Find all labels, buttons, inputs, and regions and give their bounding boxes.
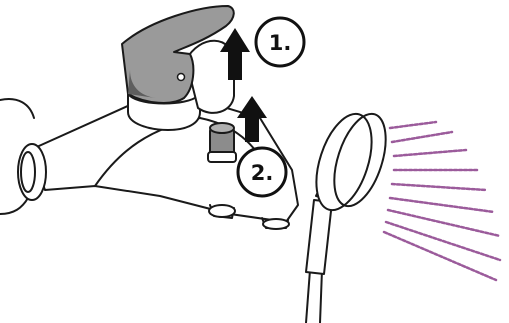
spray-line [392,184,486,190]
spray-line [392,132,452,142]
water-spray-icon [384,122,500,280]
diverter-knob [208,123,236,162]
step-badge-2: 2. [238,148,286,196]
lever-screw [178,74,185,81]
spray-line [390,198,494,212]
spray-line [394,150,466,156]
spray-line [388,210,500,236]
step-label-2: 2. [251,161,274,185]
hand-shower [306,107,396,323]
spray-line [390,122,436,128]
step-label-1: 1. [269,31,292,55]
step-badge-1: 1. [256,18,304,66]
